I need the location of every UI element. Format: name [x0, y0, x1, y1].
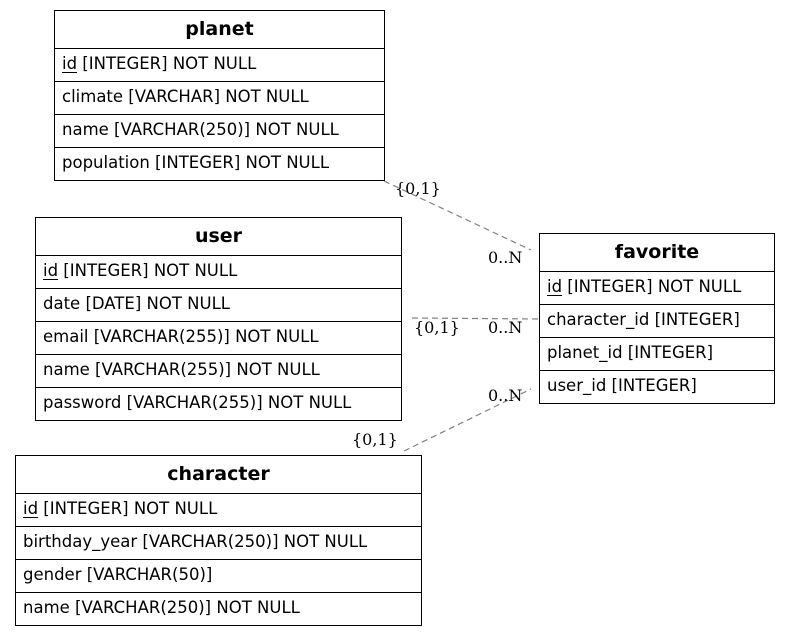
planet-attribute-id: id [INTEGER] NOT NULL	[55, 48, 384, 81]
user-entity[interactable]: user id [INTEGER] NOT NULL date [DATE] N…	[35, 217, 402, 421]
planet-entity-title: planet	[185, 18, 254, 40]
planet-relation-to-cardinality: 0..N	[488, 248, 523, 267]
user-attribute-date: date [DATE] NOT NULL	[36, 288, 401, 321]
user-relation-to-cardinality: 0..N	[488, 318, 523, 337]
attribute-type: [INTEGER] NOT NULL	[77, 54, 257, 73]
character-entity-title: character	[167, 463, 270, 485]
character-favorite-connector	[403, 388, 532, 452]
character-relation-to-cardinality: 0..N	[488, 386, 523, 405]
favorite-entity[interactable]: favorite id [INTEGER] NOT NULL character…	[539, 233, 775, 404]
character-attribute-id: id [INTEGER] NOT NULL	[16, 493, 421, 526]
planet-relation-from-cardinality: {0,1}	[395, 179, 441, 198]
attribute-type: [INTEGER] NOT NULL	[38, 499, 218, 518]
character-relation-from-cardinality: {0,1}	[352, 430, 398, 449]
user-attribute-id: id [INTEGER] NOT NULL	[36, 255, 401, 288]
primary-key-label: id	[43, 261, 59, 280]
favorite-attribute-user-id: user_id [INTEGER]	[540, 370, 774, 403]
character-entity[interactable]: character id [INTEGER] NOT NULL birthday…	[15, 455, 422, 626]
user-attribute-password: password [VARCHAR(255)] NOT NULL	[36, 387, 401, 420]
planet-attribute-climate: climate [VARCHAR] NOT NULL	[55, 81, 384, 114]
user-relation-from-cardinality: {0,1}	[414, 318, 460, 337]
user-attribute-email: email [VARCHAR(255)] NOT NULL	[36, 321, 401, 354]
attribute-type: [INTEGER] NOT NULL	[562, 277, 742, 296]
character-attribute-gender: gender [VARCHAR(50)]	[16, 559, 421, 592]
planet-attribute-population: population [INTEGER] NOT NULL	[55, 147, 384, 180]
character-attribute-name: name [VARCHAR(250)] NOT NULL	[16, 592, 421, 625]
primary-key-label: id	[23, 499, 39, 518]
user-attribute-name: name [VARCHAR(255)] NOT NULL	[36, 354, 401, 387]
attribute-type: [INTEGER] NOT NULL	[58, 261, 238, 280]
favorite-attribute-character-id: character_id [INTEGER]	[540, 304, 774, 337]
user-favorite-connector	[411, 317, 540, 320]
character-attribute-birthday-year: birthday_year [VARCHAR(250)] NOT NULL	[16, 526, 421, 559]
primary-key-label: id	[547, 277, 563, 296]
favorite-attribute-id: id [INTEGER] NOT NULL	[540, 271, 774, 304]
favorite-entity-title: favorite	[614, 241, 700, 263]
user-entity-title: user	[194, 225, 243, 247]
planet-entity[interactable]: planet id [INTEGER] NOT NULL climate [VA…	[54, 10, 385, 181]
favorite-attribute-planet-id: planet_id [INTEGER]	[540, 337, 774, 370]
primary-key-label: id	[62, 54, 78, 73]
planet-favorite-connector	[383, 180, 532, 251]
planet-attribute-name: name [VARCHAR(250)] NOT NULL	[55, 114, 384, 147]
